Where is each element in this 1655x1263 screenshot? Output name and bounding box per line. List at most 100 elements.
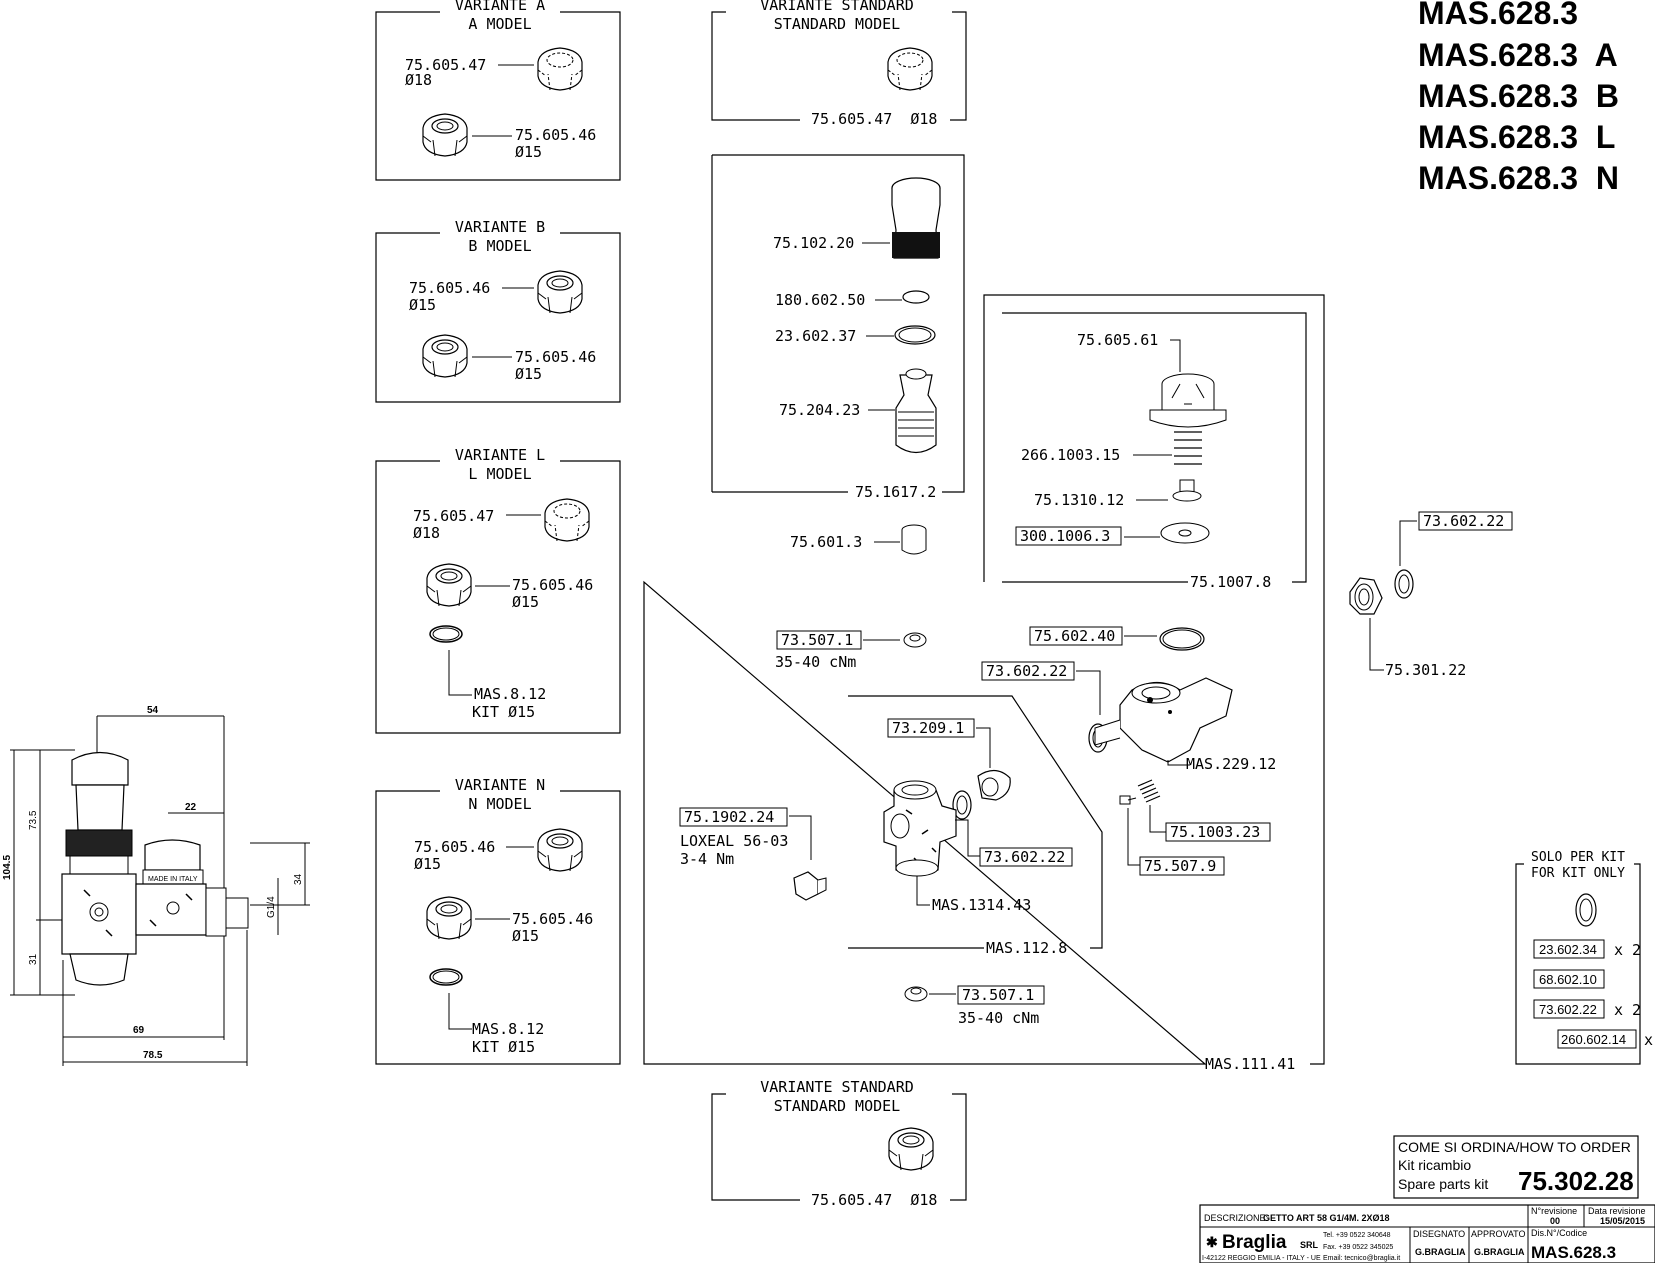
- part-label: 75.605.47 Ø18: [811, 1191, 937, 1209]
- braglia-star-icon: ✱: [1206, 1234, 1218, 1250]
- dimensioned-valve-view: 54 22 104.5 73.5 31 34 G1/4 69 78.5 MAD: [2, 705, 310, 1066]
- desc-label: DESCRIZIONE:: [1204, 1213, 1268, 1223]
- part-label: 75.605.61: [1077, 331, 1158, 349]
- part-label: 73.507.1: [781, 631, 853, 649]
- dim-label: 73.5: [28, 810, 39, 830]
- part-label: MAS.229.12: [1186, 755, 1276, 773]
- variant-title: VARIANTE L: [455, 446, 545, 464]
- rev-label: N°revisione: [1531, 1206, 1577, 1216]
- dim-label: G1/4: [266, 896, 277, 918]
- model-name: MAS.628.3 B: [1418, 78, 1619, 114]
- fax: Fax. +39 0522 345025: [1323, 1244, 1393, 1251]
- part-label: Ø18: [413, 524, 440, 542]
- part-label: 23.602.37: [775, 327, 856, 345]
- kit-only-subtitle: FOR KIT ONLY: [1531, 866, 1625, 881]
- part-label: Ø15: [414, 855, 441, 873]
- kit-name: MAS.112.8: [986, 939, 1067, 957]
- revision-date: 15/05/2015: [1600, 1216, 1645, 1226]
- brand-srl: SRL: [1300, 1240, 1319, 1250]
- part-label: 75.301.22: [1385, 661, 1466, 679]
- kit-75-1007-8: 75.605.61 266.1003.15 75.1310.12 300.100…: [1002, 312, 1307, 591]
- part-label: 75.605.46: [512, 576, 593, 594]
- kit-item: 68.602.10: [1539, 972, 1597, 987]
- standard-bottom-box: VARIANTE STANDARD STANDARD MODEL 75.605.…: [711, 1078, 967, 1209]
- email: Email: tecnico@braglia.it: [1323, 1255, 1400, 1262]
- order-label: Spare parts kit: [1398, 1176, 1488, 1192]
- variant-title: VARIANTE B: [455, 218, 545, 236]
- approved-label: APPROVATO: [1471, 1229, 1526, 1239]
- part-label: MAS.8.12: [472, 1020, 544, 1038]
- variant-n-box: VARIANTE N N MODEL 75.605.46 Ø15 75.605.…: [375, 776, 621, 1065]
- part-label: 75.605.46: [409, 279, 490, 297]
- part-label: 300.1006.3: [1020, 527, 1110, 545]
- address: I-42122 REGGIO EMILIA - ITALY - UE: [1202, 1255, 1321, 1262]
- revision: 00: [1550, 1216, 1560, 1226]
- part-label: KIT Ø15: [472, 703, 535, 721]
- model-name: MAS.628.3 L: [1418, 119, 1615, 155]
- part-label: 75.1310.12: [1034, 491, 1124, 509]
- variant-subtitle: L MODEL: [468, 465, 531, 483]
- part-label: 75.601.3: [790, 533, 862, 551]
- model-list: MAS.628.3 MAS.628.3 A MAS.628.3 B MAS.62…: [1418, 0, 1619, 196]
- dim-label: 104.5: [2, 855, 13, 880]
- part-label: 75.602.40: [1034, 627, 1115, 645]
- variant-l-box: VARIANTE L L MODEL 75.605.47 Ø18 75.605.…: [375, 446, 621, 734]
- variant-b-box: VARIANTE B B MODEL 75.605.46 Ø15 75.605.…: [375, 218, 621, 403]
- spare-kit-code: 75.302.28: [1518, 1166, 1634, 1196]
- part-label: 75.1902.24: [684, 808, 774, 826]
- part-label: 75.605.47: [413, 507, 494, 525]
- order-label: Kit ricambio: [1398, 1157, 1471, 1173]
- part-label: Ø15: [512, 927, 539, 945]
- dim-label: 34: [293, 873, 304, 885]
- part-label: 73.602.22: [986, 662, 1067, 680]
- right-side-parts: 73.602.22 75.301.22: [1349, 511, 1513, 679]
- loxeal-label: LOXEAL 56-03: [680, 832, 788, 850]
- dim-label: 31: [28, 953, 39, 965]
- part-label: Ø15: [409, 296, 436, 314]
- part-label: 75.204.23: [779, 401, 860, 419]
- part-label: 75.605.46: [512, 910, 593, 928]
- variant-subtitle: STANDARD MODEL: [774, 15, 900, 33]
- part-label: Ø15: [515, 365, 542, 383]
- part-label: 73.602.22: [1423, 512, 1504, 530]
- kit-mas-112-8: 73.209.1 73.602.22 MAS.1314.43 MAS.112.8: [848, 695, 1103, 957]
- standard-top-box: VARIANTE STANDARD STANDARD MODEL 75.605.…: [711, 0, 967, 128]
- kit-qty: x 2: [1614, 1001, 1641, 1019]
- part-label: Ø18: [405, 71, 432, 89]
- kit-mas-111-41: MAS.111.41: [643, 294, 1325, 1073]
- how-to-order-box: COME SI ORDINA/HOW TO ORDER Kit ricambio…: [1393, 1135, 1639, 1199]
- kit-75-1617-2: 75.102.20 180.602.50 23.602.37 75.204.23…: [711, 154, 965, 501]
- part-label: 73.602.22: [984, 848, 1065, 866]
- variant-subtitle: STANDARD MODEL: [774, 1097, 900, 1115]
- brand-logo: Braglia: [1222, 1232, 1287, 1253]
- part-label: KIT Ø15: [472, 1038, 535, 1056]
- kit-item: 260.602.14: [1561, 1032, 1626, 1047]
- torque-label: 35-40 cNm: [958, 1009, 1039, 1027]
- kit-only-box: SOLO PER KIT FOR KIT ONLY 23.602.34 x 2 …: [1515, 850, 1655, 1065]
- kit-item: 23.602.34: [1539, 942, 1597, 957]
- part-label: Ø15: [512, 593, 539, 611]
- kit-name: 75.1007.8: [1190, 573, 1271, 591]
- phone: Tel. +39 0522 340648: [1323, 1232, 1391, 1239]
- part-label: 75.102.20: [773, 234, 854, 252]
- part-label: 75.605.46: [515, 348, 596, 366]
- part-label: MAS.8.12: [474, 685, 546, 703]
- part-label: 180.602.50: [775, 291, 865, 309]
- description: GETTO ART 58 G1/4M. 2XØ18: [1263, 1213, 1390, 1223]
- model-name: MAS.628.3 N: [1418, 160, 1619, 196]
- part-label: 75.605.46: [414, 838, 495, 856]
- torque-label: 3-4 Nm: [680, 850, 734, 868]
- part-label: 75.1003.23: [1170, 823, 1260, 841]
- part-label: 75.605.47: [405, 56, 486, 74]
- variant-subtitle: A MODEL: [468, 15, 531, 33]
- part-label: 75.507.9: [1144, 857, 1216, 875]
- part-label: 75.605.46: [515, 126, 596, 144]
- kit-item: 73.602.22: [1539, 1002, 1597, 1017]
- model-name: MAS.628.3: [1418, 0, 1578, 31]
- part-75-601-3: 75.601.3: [790, 524, 927, 555]
- variant-subtitle: N MODEL: [468, 795, 531, 813]
- kit-name: 75.1617.2: [855, 483, 936, 501]
- approved-by: G.BRAGLIA: [1474, 1247, 1525, 1257]
- dim-label: 54: [147, 705, 159, 716]
